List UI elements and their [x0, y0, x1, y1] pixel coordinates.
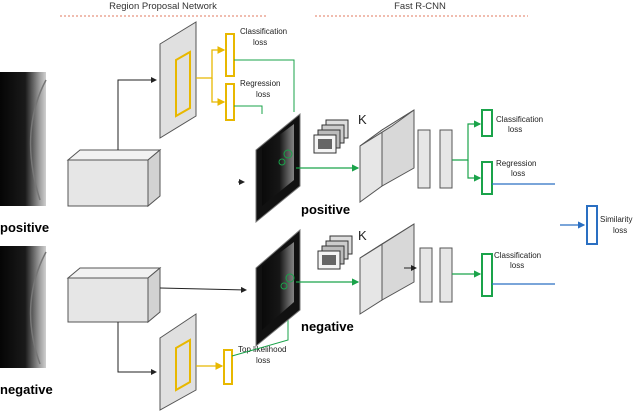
similarity-loss-label: Similarity loss: [600, 215, 635, 235]
section-header-fast-rcnn: Fast R-CNN: [315, 1, 528, 17]
head-cls-box-positive: [481, 109, 493, 137]
rpn-cls-head-box: [225, 33, 235, 77]
backbone-box-negative: [66, 266, 162, 324]
fc-layer-1-negative: [419, 247, 433, 303]
input-label-positive: positive: [0, 220, 49, 235]
fc-layer-2-positive: [439, 129, 453, 189]
section-header-rpn: Region Proposal Network: [60, 1, 268, 17]
fc-layer-1-positive: [417, 129, 431, 189]
roi-head-box-negative: [359, 223, 415, 315]
input-image-negative: [0, 246, 47, 368]
svg-text:Fast R-CNN: Fast R-CNN: [394, 1, 446, 12]
head-cls-box-negative: [481, 253, 493, 297]
arrow-fc-to-reg-positive: [467, 160, 482, 182]
roi-count-negative: K: [358, 228, 367, 243]
backbone-box-positive: [66, 148, 162, 208]
proposal-label-positive: positive: [301, 202, 350, 217]
roi-count-positive: K: [358, 112, 367, 127]
arrow-backbone-to-proposal-negative: [159, 286, 247, 293]
fc-layer-2-negative: [439, 247, 453, 303]
svg-text:Region Proposal Network: Region Proposal Network: [109, 1, 217, 12]
line-rpn-cls-to-proposal: [234, 59, 295, 112]
input-label-negative: negative: [0, 382, 53, 397]
head-reg-box-positive: [481, 161, 493, 195]
input-image-positive: [0, 72, 47, 206]
arrow-backbone-to-rpn-top: [117, 77, 157, 150]
head-classification-loss-label-negative: Classification loss: [494, 251, 543, 270]
rpn-top-likelihood-head-box: [223, 349, 233, 385]
roi-stack-positive: [313, 119, 349, 154]
rpn-classification-loss-label: Classification loss: [240, 27, 289, 47]
rpn-feature-map-top: [159, 21, 197, 139]
proposal-label-negative: negative: [301, 319, 354, 334]
roi-head-box-positive: [359, 109, 415, 203]
arrow-backbone-to-rpn-bottom: [117, 322, 157, 375]
arrow-fc-to-cls-positive: [452, 120, 482, 161]
proposal-image-positive: [255, 112, 301, 224]
rpn-feature-map-bottom: [159, 313, 197, 411]
rpn-regression-loss-label: Regression loss: [240, 79, 283, 99]
similarity-loss-box: [586, 205, 598, 245]
top-likelihood-loss-label: Top likelihood loss: [238, 345, 289, 365]
proposal-image-negative: [255, 228, 301, 348]
head-regression-loss-label-positive: Regression loss: [496, 159, 539, 178]
roi-stack-negative: [317, 235, 353, 270]
rpn-reg-head-box: [225, 83, 235, 121]
head-classification-loss-label-positive: Classification loss: [496, 115, 545, 134]
line-rpn-reg-to-proposal: [234, 105, 263, 114]
arrow-rpn-to-cls: [196, 46, 226, 79]
arrow-rpn-to-reg: [211, 78, 226, 106]
